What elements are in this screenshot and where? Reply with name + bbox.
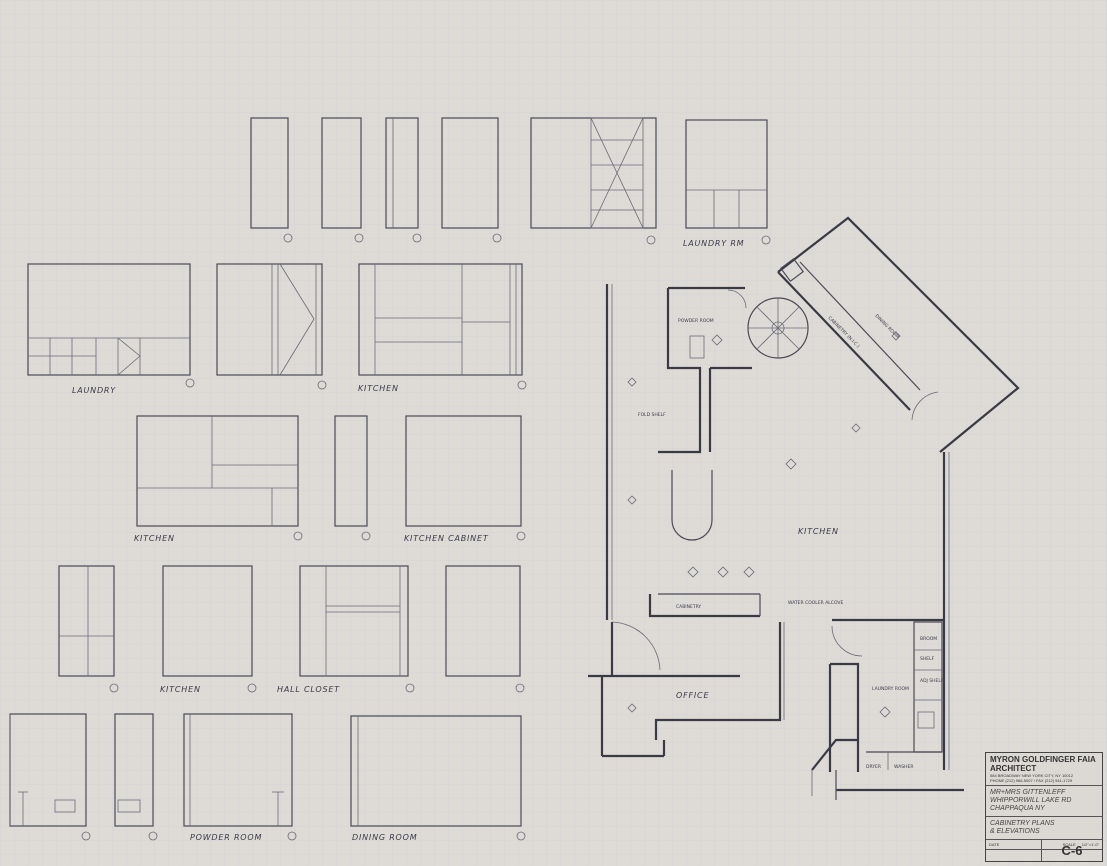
label-powder-room: POWDER ROOM	[190, 833, 262, 842]
sheet-title-2: & ELEVATIONS	[990, 828, 1040, 835]
plan-cabinetry: CABINETRY (N.I.C.)	[827, 315, 861, 349]
floor-plan: POWDER ROOM CABINETRY (N.I.C.) DINING RO…	[588, 216, 1020, 800]
project-client: MR+MRS GITTENLEFF	[990, 789, 1066, 796]
plan-shelf: SHELF	[920, 656, 935, 662]
elevation-tags	[81, 233, 771, 841]
label-hall-closet: HALL CLOSET	[277, 685, 340, 694]
plan-broom: BROOM	[920, 636, 937, 642]
plan-office: OFFICE	[676, 691, 709, 700]
label-kitchen-cabinet: KITCHEN CABINET	[404, 534, 489, 543]
firm-phone: PHONE (212) 966-5007 / FAX (212) 941-172…	[990, 778, 1073, 783]
firm-title: ARCHITECT	[990, 764, 1037, 773]
label-dining-room: DINING ROOM	[352, 833, 417, 842]
label-laundry: LAUNDRY	[72, 386, 116, 395]
scale-label: SCALE	[1062, 842, 1076, 847]
date-label: DATE	[989, 842, 1000, 847]
elevation-row-5: POWDER ROOM DINING ROOM	[9, 713, 522, 842]
plan-kitchen: KITCHEN	[798, 527, 839, 536]
sheet-title-1: CABINETRY PLANS	[990, 820, 1055, 827]
plan-dryer: DRYER	[866, 764, 881, 770]
plan-cabinetry-2: CABINETRY	[676, 604, 701, 610]
label-kitchen-3: KITCHEN	[160, 685, 201, 694]
elevation-row-2: LAUNDRY KITCHEN	[27, 263, 523, 395]
label-kitchen-1: KITCHEN	[358, 384, 399, 393]
plan-adj-shelf: ADJ SHELF	[920, 678, 944, 684]
title-block: MYRON GOLDFINGER FAIA ARCHITECT 584 BROA…	[985, 752, 1103, 862]
plan-dining-room: DINING ROOM	[874, 313, 901, 340]
project-road: WHIPPORWILL LAKE RD	[990, 797, 1072, 804]
project-town: CHAPPAQUA NY	[990, 805, 1045, 812]
plan-washer: WASHER	[894, 764, 914, 770]
sheet-number: C-6	[1041, 839, 1102, 861]
elevation-row-4: KITCHEN HALL CLOSET	[58, 565, 521, 694]
firm-address: 584 BROADWAY NEW YORK CITY, NY 10012	[990, 773, 1074, 778]
elevation-row-1: LAUNDRY RM	[250, 117, 768, 248]
firm-name: MYRON GOLDFINGER FAIA	[990, 755, 1096, 764]
plan-laundry-room: LAUNDRY ROOM	[872, 686, 909, 692]
plan-powder-room: POWDER ROOM	[678, 318, 714, 324]
plan-fold-shelf: FOLD SHELF	[638, 412, 666, 418]
scale-value: 1/2"=1'-0"	[1081, 842, 1099, 847]
elevation-row-3: KITCHEN KITCHEN CABINET	[134, 415, 522, 543]
label-kitchen-2: KITCHEN	[134, 534, 175, 543]
plan-water-cooler: WATER COOLER ALCOVE	[788, 600, 843, 606]
label-laundry-rm: LAUNDRY RM	[683, 239, 744, 248]
